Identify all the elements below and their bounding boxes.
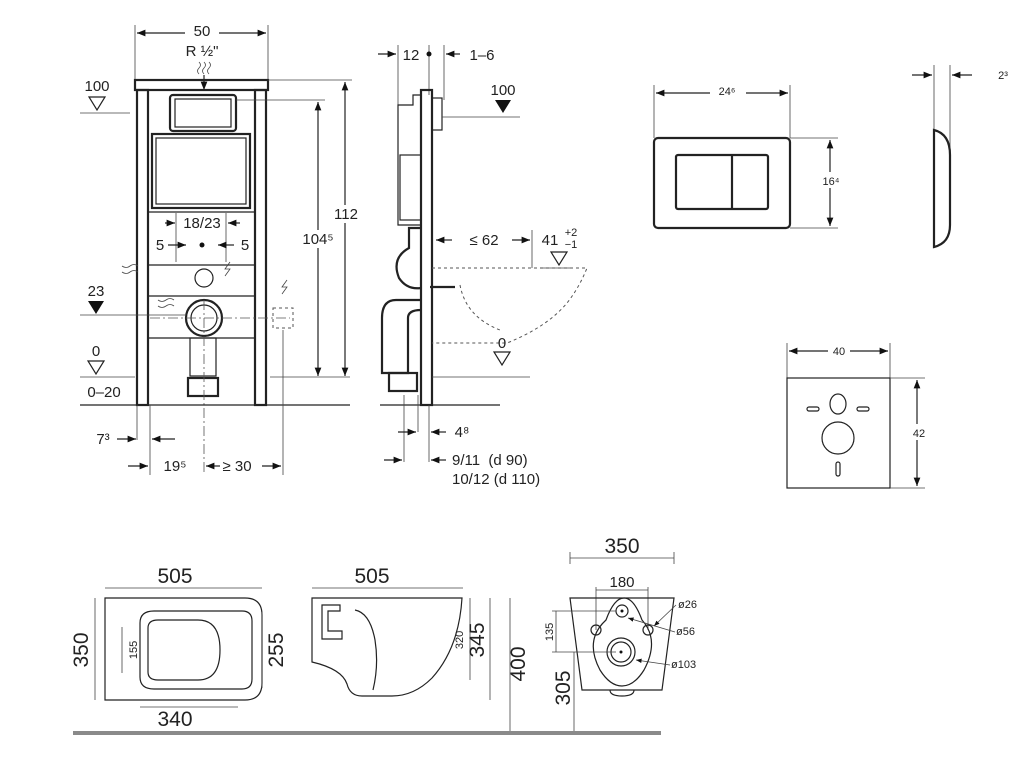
max-62-label: ≤ 62: [469, 232, 498, 249]
top-bottom-340-label: 340: [157, 708, 192, 731]
level-0-label: 0: [92, 343, 100, 360]
offset-left-label: 5: [156, 237, 164, 254]
electric-icon: [281, 279, 288, 295]
pad-width-label: 40: [833, 346, 845, 358]
dim-48-label: 4⁸: [455, 424, 470, 441]
water-icon: [121, 264, 139, 274]
height-112-label: 112: [334, 206, 358, 223]
flush-plate-profile: [932, 128, 952, 249]
top-inner-255-label: 255: [265, 632, 288, 667]
spacing-18-23-label: 18/23: [183, 215, 221, 232]
toilet-side-view: 505 320 345 400: [311, 565, 530, 732]
height-41-label: 41: [542, 232, 559, 249]
dim-195-label: 19⁵: [164, 458, 187, 475]
plate-width-label: 24⁶: [719, 86, 736, 98]
electric-icon: [224, 261, 231, 277]
floor-range-label: 0–20: [87, 384, 120, 401]
pipe-d110-label: 10/12 (d 110): [452, 471, 540, 488]
tolerance-plus-label: +2: [565, 227, 578, 239]
dim-min30-label: ≥ 30: [222, 458, 251, 475]
floor-line: [73, 731, 661, 735]
diameter-103-label: ø103: [671, 659, 696, 671]
flush-plate-drawing: 24⁶ 16⁴ 2³: [652, 65, 1008, 249]
frame-side-view: 12 1–6 100 ≤ 62 41 +2 −1 0 4⁸: [378, 45, 588, 488]
pad-height-label: 42: [913, 428, 925, 440]
depth-12-label: 12: [403, 47, 420, 64]
frame-front-view: 50 R ½" 100 0 0–20: [80, 22, 362, 475]
height-1045-label: 104⁵: [302, 231, 333, 248]
diameter-56-label: ø56: [676, 626, 695, 638]
range-1-6-label: 1–6: [469, 47, 494, 64]
side-h345-label: 345: [466, 622, 489, 657]
side-h400-label: 400: [507, 646, 530, 681]
diameter-26-label: ø26: [678, 599, 697, 611]
water-icon: [157, 298, 175, 308]
bolt-spacing-label: 180: [609, 574, 634, 591]
top-width-label: 350: [70, 632, 93, 667]
rear-width-label: 350: [604, 535, 639, 558]
top-inner-155-label: 155: [128, 641, 140, 659]
electrical-box: [272, 307, 294, 329]
tolerance-minus-label: −1: [565, 239, 578, 251]
flush-plate: [652, 136, 792, 230]
toilet-outline-dashed: [432, 267, 588, 344]
water-icon: [197, 61, 211, 75]
toilet-rear-view: 350 180 135 305 ø26 ø56 ø103: [544, 535, 697, 732]
rear-h305-label: 305: [552, 670, 575, 705]
plate-height-label: 16⁴: [823, 176, 840, 188]
top-length-label: 505: [157, 565, 192, 588]
width-label: 50: [194, 23, 211, 40]
cistern: [150, 132, 252, 210]
side-length-label: 505: [354, 565, 389, 588]
level-23-label: 23: [88, 283, 105, 300]
rear-h135-label: 135: [544, 623, 556, 641]
side-level-100-label: 100: [490, 82, 515, 99]
level-100-label: 100: [84, 78, 109, 95]
flush-plate-front: [168, 93, 238, 133]
sound-insulation-pad: 40 42: [786, 342, 929, 489]
water-connection-label: R ½": [186, 43, 219, 60]
dim-73-label: 7³: [96, 431, 109, 448]
offset-right-label: 5: [241, 237, 249, 254]
pipe-d90-label: 9/11 (d 90): [452, 452, 528, 469]
side-h320-label: 320: [454, 631, 466, 649]
plate-depth-label: 2³: [998, 70, 1008, 82]
side-level-0-label: 0: [498, 335, 506, 352]
toilet-top-view: 505 350 155 255 340: [70, 565, 288, 731]
